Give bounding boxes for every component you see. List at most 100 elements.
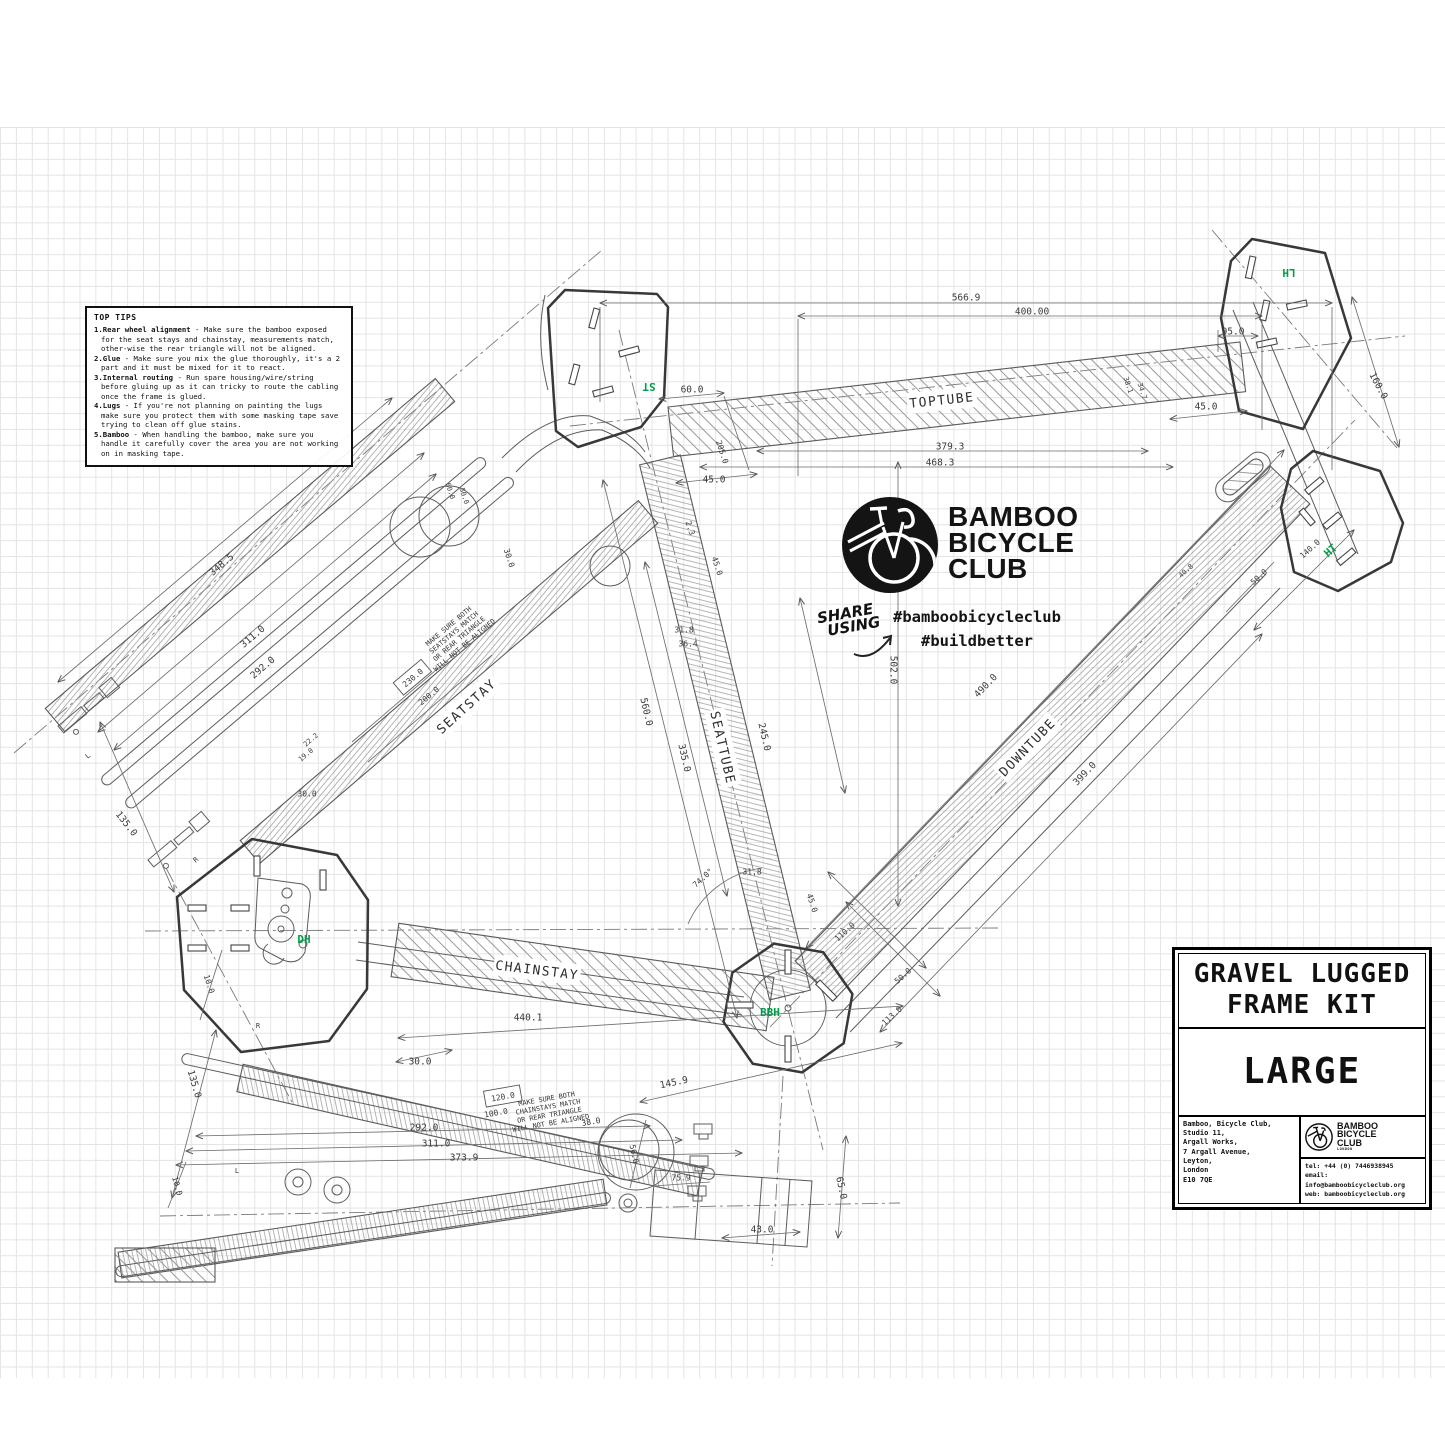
svg-text:399.0: 399.0 [1071,760,1099,788]
svg-text:113.0: 113.0 [880,1004,904,1027]
svg-text:60.0: 60.0 [681,385,704,396]
dimension-label: 145.9 [659,1075,690,1092]
svg-text:43.0: 43.0 [751,1225,774,1236]
tel-line: tel: +44 (0) 7446938945 [1305,1161,1394,1170]
svg-text:L: L [84,752,92,761]
svg-text:45.0: 45.0 [805,892,820,913]
svg-text:BBH: BBH [760,1006,780,1019]
logo-wordmark: BAMBOO BICYCLE CLUB [948,501,1079,584]
dimension-label: 100.0 [483,1106,508,1119]
tip-item: 1.Rear wheel alignment - Make sure the b… [94,325,334,354]
dimension-label: 135.0 [185,1069,204,1100]
svg-text:30.0: 30.0 [409,1057,432,1068]
svg-text:L: L [235,1167,239,1175]
dimension-label: 10.0 [170,1176,184,1197]
dimension-label: R [192,855,201,864]
svg-text:379.3: 379.3 [936,442,965,453]
dimension-lines [58,297,1399,1238]
head-lug-upper [1219,237,1353,431]
dimension-label: 468.3 [926,458,955,469]
dimension-label: 135.0 [113,809,139,839]
dimension-label: 2.3 [683,520,696,537]
svg-text:400.00: 400.00 [1015,307,1050,318]
dimension-label: 45.0 [1195,402,1218,413]
chainstay-band [390,922,775,1032]
lug-label: DH [297,933,310,946]
top-tips-title: TOP TIPS [94,313,137,322]
dimension-label: 335.0 [675,743,692,774]
svg-text:30.0: 30.0 [297,790,316,799]
svg-text:440.1: 440.1 [514,1013,543,1024]
dimension-label: 30.0 [502,547,517,568]
dimension-label: 120.0 [482,1084,523,1108]
svg-text:R: R [192,855,201,864]
address-block: Bamboo, Bicycle Club, Studio 11, Argall … [1179,1116,1301,1203]
tip-item: 5.Bamboo - When handling the bamboo, mak… [94,429,339,458]
svg-text:490.0: 490.0 [972,672,1000,700]
top-tips-box: TOP TIPS 1.Rear wheel alignment - Make s… [85,306,353,468]
dimension-label: 502.0 [888,656,899,685]
dimension-label: 30.0 [409,1057,432,1068]
svg-text:100.0: 100.0 [483,1106,508,1119]
dimension-label: 75.9 [671,1174,690,1183]
svg-text:335.0: 335.0 [675,743,692,774]
svg-text:566.9: 566.9 [952,293,981,304]
svg-text:145.9: 145.9 [659,1075,690,1092]
title-block: GRAVEL LUGGED FRAME KIT LARGE Bamboo, Bi… [1172,947,1432,1210]
dimension-label: 36.4 [678,640,697,649]
dimension-label: R [256,1022,261,1030]
dimension-label: L [84,752,92,761]
svg-text:LH: LH [1282,266,1295,279]
hashtags: #bamboobicycleclub #buildbetter [893,605,1061,653]
svg-text:45.0: 45.0 [703,475,726,486]
dimension-label: 31.8 [674,626,693,635]
lug-label: LH [1282,266,1295,279]
svg-text:245.0: 245.0 [755,722,772,753]
dimension-label: 95.0 [1222,327,1245,338]
dimension-label: 140.0 [1298,537,1322,560]
brand-sub: LONDON [1337,1147,1353,1152]
dimension-label: 50.0 [458,487,471,506]
svg-text:19.0: 19.0 [297,747,315,764]
dimension-label: 22.2 [302,732,320,749]
svg-text:502.0: 502.0 [888,656,899,685]
svg-text:60.0: 60.0 [444,482,457,501]
seat-lug [546,288,670,449]
bamboo-bicycle-club-logo-icon [842,497,938,593]
tip-item: 4.Lugs - If you're not planning on paint… [94,401,339,430]
svg-text:75.9: 75.9 [671,1174,690,1183]
svg-text:135.0: 135.0 [113,809,139,839]
title-block-brand: BAMBOO BICYCLE CLUB LONDON [1301,1117,1425,1159]
hashtag-buildbetter: #buildbetter [921,632,1033,650]
dimension-label: 45.0 [805,892,820,913]
svg-text:292.0: 292.0 [249,654,278,681]
web-line: web: bamboobicycleclub.org [1305,1190,1406,1199]
svg-text:36.4: 36.4 [678,640,697,649]
svg-text:120.0: 120.0 [490,1090,515,1103]
dimension-label: 74.0° [691,867,715,890]
svg-text:160.0: 160.0 [1366,371,1389,402]
dimension-label: 19.0 [297,747,315,764]
tube-label: TOPTUBE [905,385,978,415]
svg-text:311.0: 311.0 [422,1139,451,1150]
dimension-label: 566.9 [952,293,981,304]
dimension-label: 43.0 [751,1225,774,1236]
dimension-label: 490.0 [972,672,1000,700]
dimension-label: 245.0 [755,722,772,753]
dimension-label: 311.0 [239,623,268,650]
tip-item: 3.Internal routing - Run spare housing/w… [94,372,339,401]
dimension-label: 560.0 [637,697,654,728]
dimension-label: L [235,1167,239,1175]
svg-text:2.3: 2.3 [683,520,696,537]
dimension-label: 399.0 [1071,760,1099,788]
dimension-label: 373.9 [450,1153,479,1164]
dimension-label: 160.0 [1366,371,1389,402]
svg-text:50.0: 50.0 [893,966,913,986]
svg-text:468.3: 468.3 [926,458,955,469]
dimension-label: 292.0 [410,1123,439,1134]
svg-text:R: R [256,1022,261,1030]
hashtag-club: #bamboobicycleclub [893,608,1061,626]
dimension-label: 38.0 [581,1116,602,1128]
lug-label: BBH [760,1006,780,1019]
